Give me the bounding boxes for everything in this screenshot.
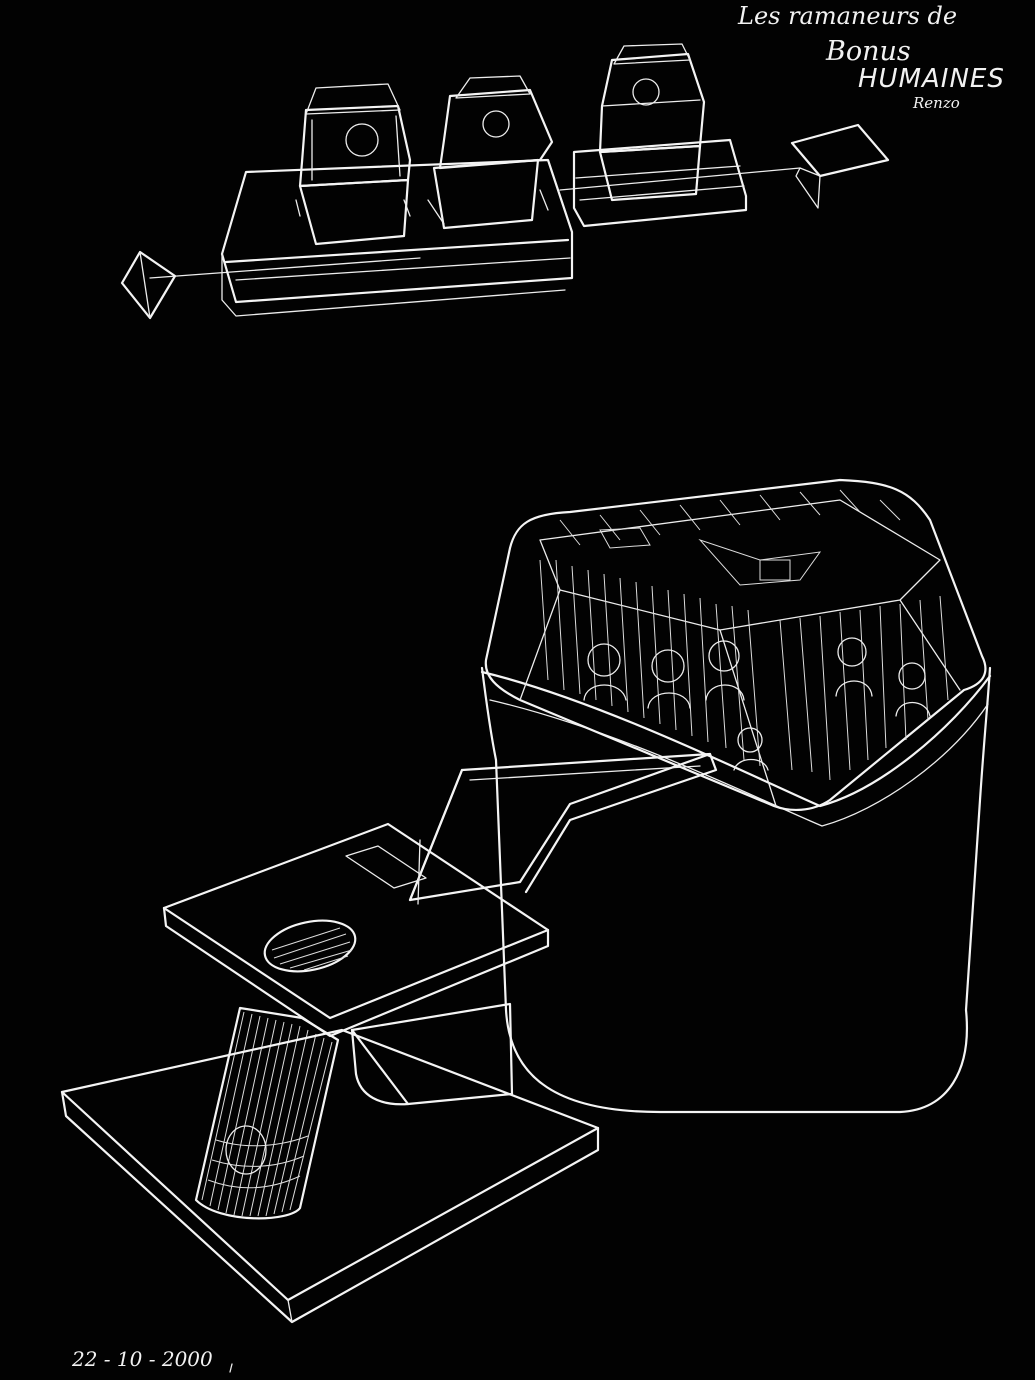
- base-plate: [60, 1028, 600, 1324]
- top-unit-3: [598, 43, 706, 202]
- top-unit-2: [427, 75, 554, 230]
- top-sketch-row: [120, 43, 890, 320]
- dome-figures: [583, 637, 931, 771]
- caption-line-2: Bonus: [825, 36, 911, 67]
- receiver-box: [350, 1002, 514, 1106]
- top-rod: [149, 167, 801, 279]
- caption-signature: Renzo: [912, 94, 960, 112]
- left-flag: [120, 250, 177, 320]
- glass-dome: [484, 478, 987, 812]
- tray-slot: [345, 845, 427, 889]
- drum-base: [480, 666, 992, 1114]
- date-note: 22 - 10 - 2000: [71, 1347, 213, 1371]
- plinth-right: [572, 138, 748, 228]
- top-unit-1: [295, 83, 412, 246]
- right-flag: [790, 123, 890, 178]
- caption-line-3: HUMAINES: [858, 64, 1005, 94]
- drum-rim: [480, 670, 992, 808]
- column: [194, 1006, 340, 1220]
- dome-hatching: [539, 489, 949, 781]
- caption-block: Les ramaneurs de Bonus HUMAINES Renzo: [737, 2, 1005, 112]
- tray-hole: [263, 919, 357, 973]
- column-hatching: [201, 1011, 333, 1217]
- caption-line-1: Les ramaneurs de: [737, 2, 957, 30]
- top-tray: [162, 822, 550, 1038]
- chute: [408, 752, 718, 905]
- column-outline: [194, 1006, 340, 1220]
- main-sketch: [60, 478, 992, 1324]
- chute-top-face: [408, 752, 712, 902]
